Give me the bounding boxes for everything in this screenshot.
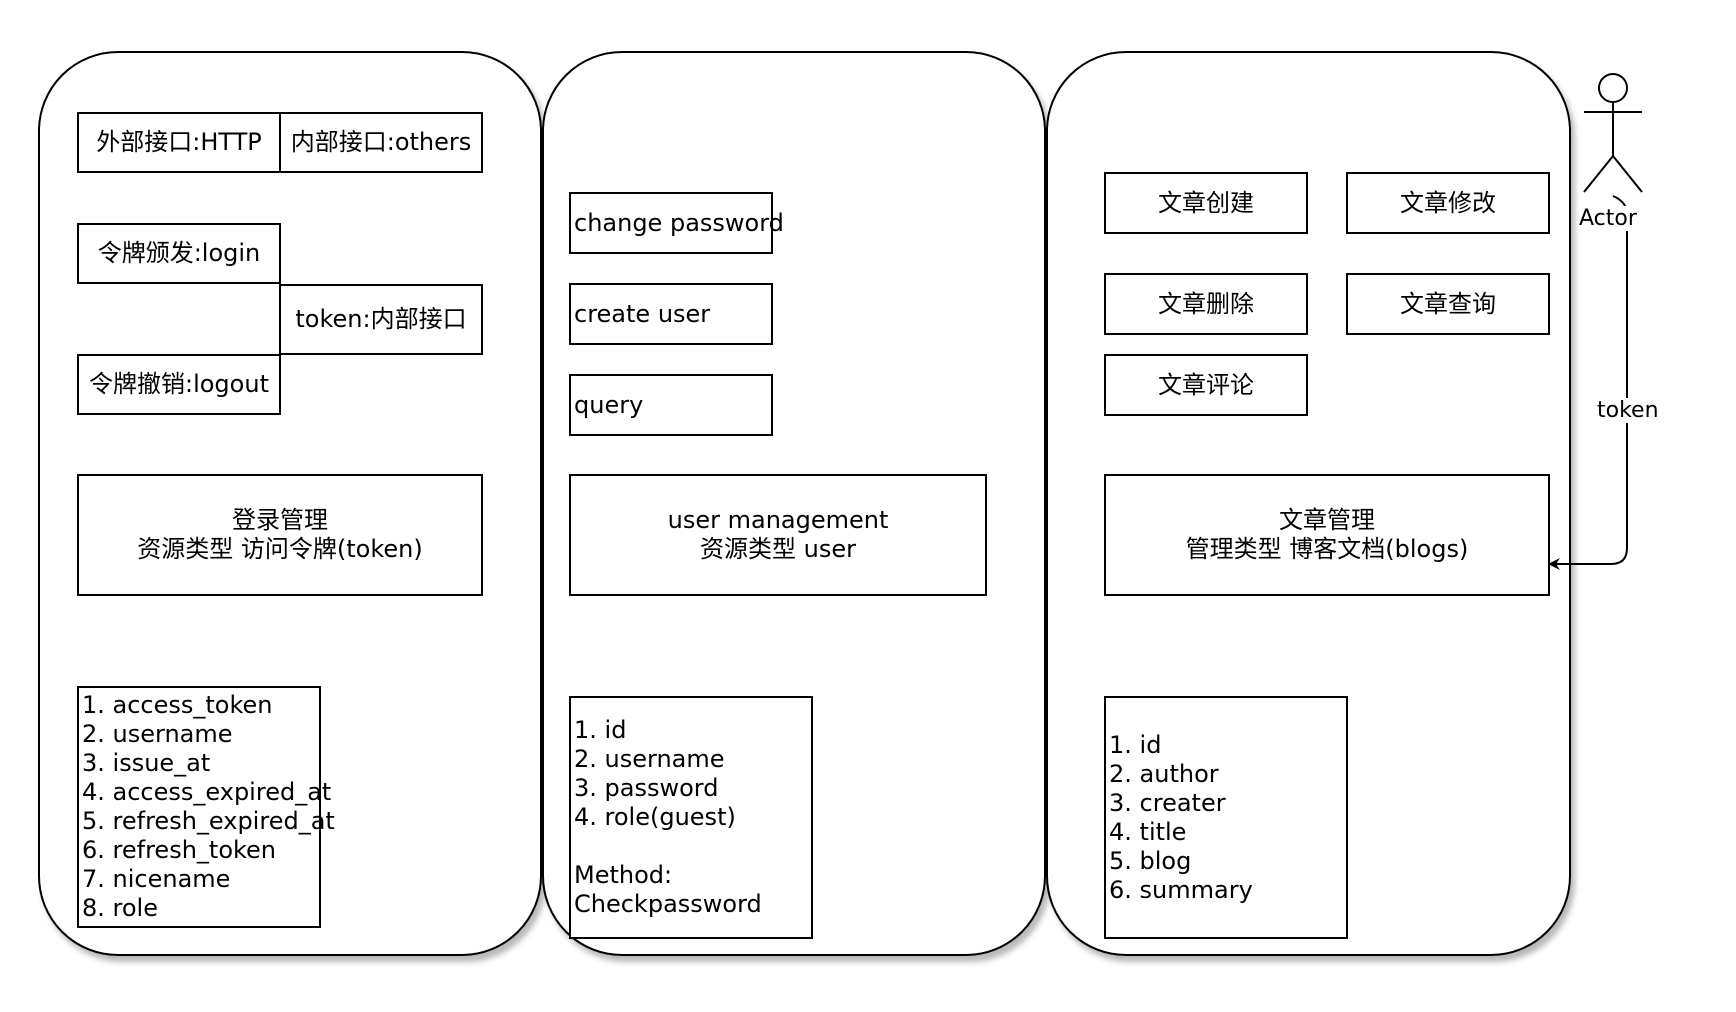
blog-create-box[interactable]: 文章创建 [1104, 172, 1308, 234]
token-internal-box[interactable]: token:内部接口 [279, 284, 483, 355]
auth-resource-box[interactable]: 登录管理 资源类型 访问令牌(token) [77, 474, 483, 596]
list-item: 2. username [574, 745, 725, 773]
blog-comment-label: 文章评论 [1158, 370, 1254, 399]
auth-resource-type: 资源类型 访问令牌(token) [137, 535, 423, 563]
change-password-label: change password [574, 208, 784, 237]
query-label: query [574, 390, 644, 419]
auth-fields-list: 1. access_token 2. username 3. issue_at … [77, 686, 335, 928]
blog-create-label: 文章创建 [1158, 188, 1254, 217]
external-interface-box[interactable]: 外部接口:HTTP [77, 112, 281, 173]
blog-comment-box[interactable]: 文章评论 [1104, 354, 1308, 416]
actor-figure[interactable] [1583, 73, 1643, 193]
list-item: Checkpassword [574, 890, 762, 918]
login-box[interactable]: 令牌颁发:login [77, 223, 281, 284]
list-item: 1. id [1109, 731, 1162, 759]
token-internal-label: token:内部接口 [295, 305, 467, 333]
blog-delete-label: 文章删除 [1158, 289, 1254, 318]
list-item: 4. title [1109, 818, 1187, 846]
logout-label: 令牌撤销:logout [89, 370, 269, 398]
list-item: 3. password [574, 774, 719, 802]
edge-token-label: token [1596, 398, 1660, 423]
create-user-box[interactable]: create user [569, 283, 773, 345]
blog-modify-label: 文章修改 [1400, 188, 1496, 217]
list-item: 2. author [1109, 760, 1219, 788]
list-item: 4. access_expired_at [82, 778, 332, 806]
internal-interface-box[interactable]: 内部接口:others [279, 112, 483, 173]
list-item: 6. refresh_token [82, 836, 277, 864]
list-item: 7. nicename [82, 865, 231, 893]
user-resource-title: user management [667, 506, 889, 534]
blog-delete-box[interactable]: 文章删除 [1104, 273, 1308, 335]
user-resource-type: 资源类型 user [700, 535, 856, 563]
actor-label: Actor [1579, 206, 1637, 231]
list-item: 5. refresh_expired_at [82, 807, 335, 835]
list-item: 6. summary [1109, 876, 1253, 904]
blog-fields-list: 1. id 2. author 3. creater 4. title 5. b… [1104, 696, 1348, 939]
logout-box[interactable]: 令牌撤销:logout [77, 354, 281, 415]
internal-interface-label: 内部接口:others [290, 128, 472, 156]
change-password-box[interactable]: change password [569, 192, 784, 254]
blog-query-label: 文章查询 [1400, 289, 1496, 318]
list-item: 3. creater [1109, 789, 1226, 817]
actor-left-leg [1583, 155, 1614, 193]
list-item: 2. username [82, 720, 233, 748]
actor-head [1598, 73, 1628, 103]
login-label: 令牌颁发:login [97, 239, 261, 267]
blog-resource-title: 文章管理 [1279, 506, 1375, 534]
blog-query-box[interactable]: 文章查询 [1346, 273, 1550, 335]
list-item: Method: [574, 861, 673, 889]
list-item: 5. blog [1109, 847, 1192, 875]
token-edge [1548, 195, 1628, 570]
list-item: 1. id [574, 716, 627, 744]
list-item: 3. issue_at [82, 749, 211, 777]
list-item: 4. role(guest) [574, 803, 736, 831]
user-resource-box[interactable]: user management 资源类型 user [569, 474, 987, 596]
blog-resource-type: 管理类型 博客文档(blogs) [1185, 535, 1469, 563]
create-user-label: create user [574, 299, 711, 328]
user-fields-list: 1. id 2. username 3. password 4. role(gu… [569, 696, 813, 939]
blog-modify-box[interactable]: 文章修改 [1346, 172, 1550, 234]
auth-resource-title: 登录管理 [232, 506, 328, 534]
external-interface-label: 外部接口:HTTP [96, 128, 262, 156]
actor-right-leg [1612, 155, 1643, 193]
blog-resource-box[interactable]: 文章管理 管理类型 博客文档(blogs) [1104, 474, 1550, 596]
query-box[interactable]: query [569, 374, 773, 436]
list-item: 1. access_token [82, 691, 273, 719]
list-item: 8. role [82, 894, 158, 922]
